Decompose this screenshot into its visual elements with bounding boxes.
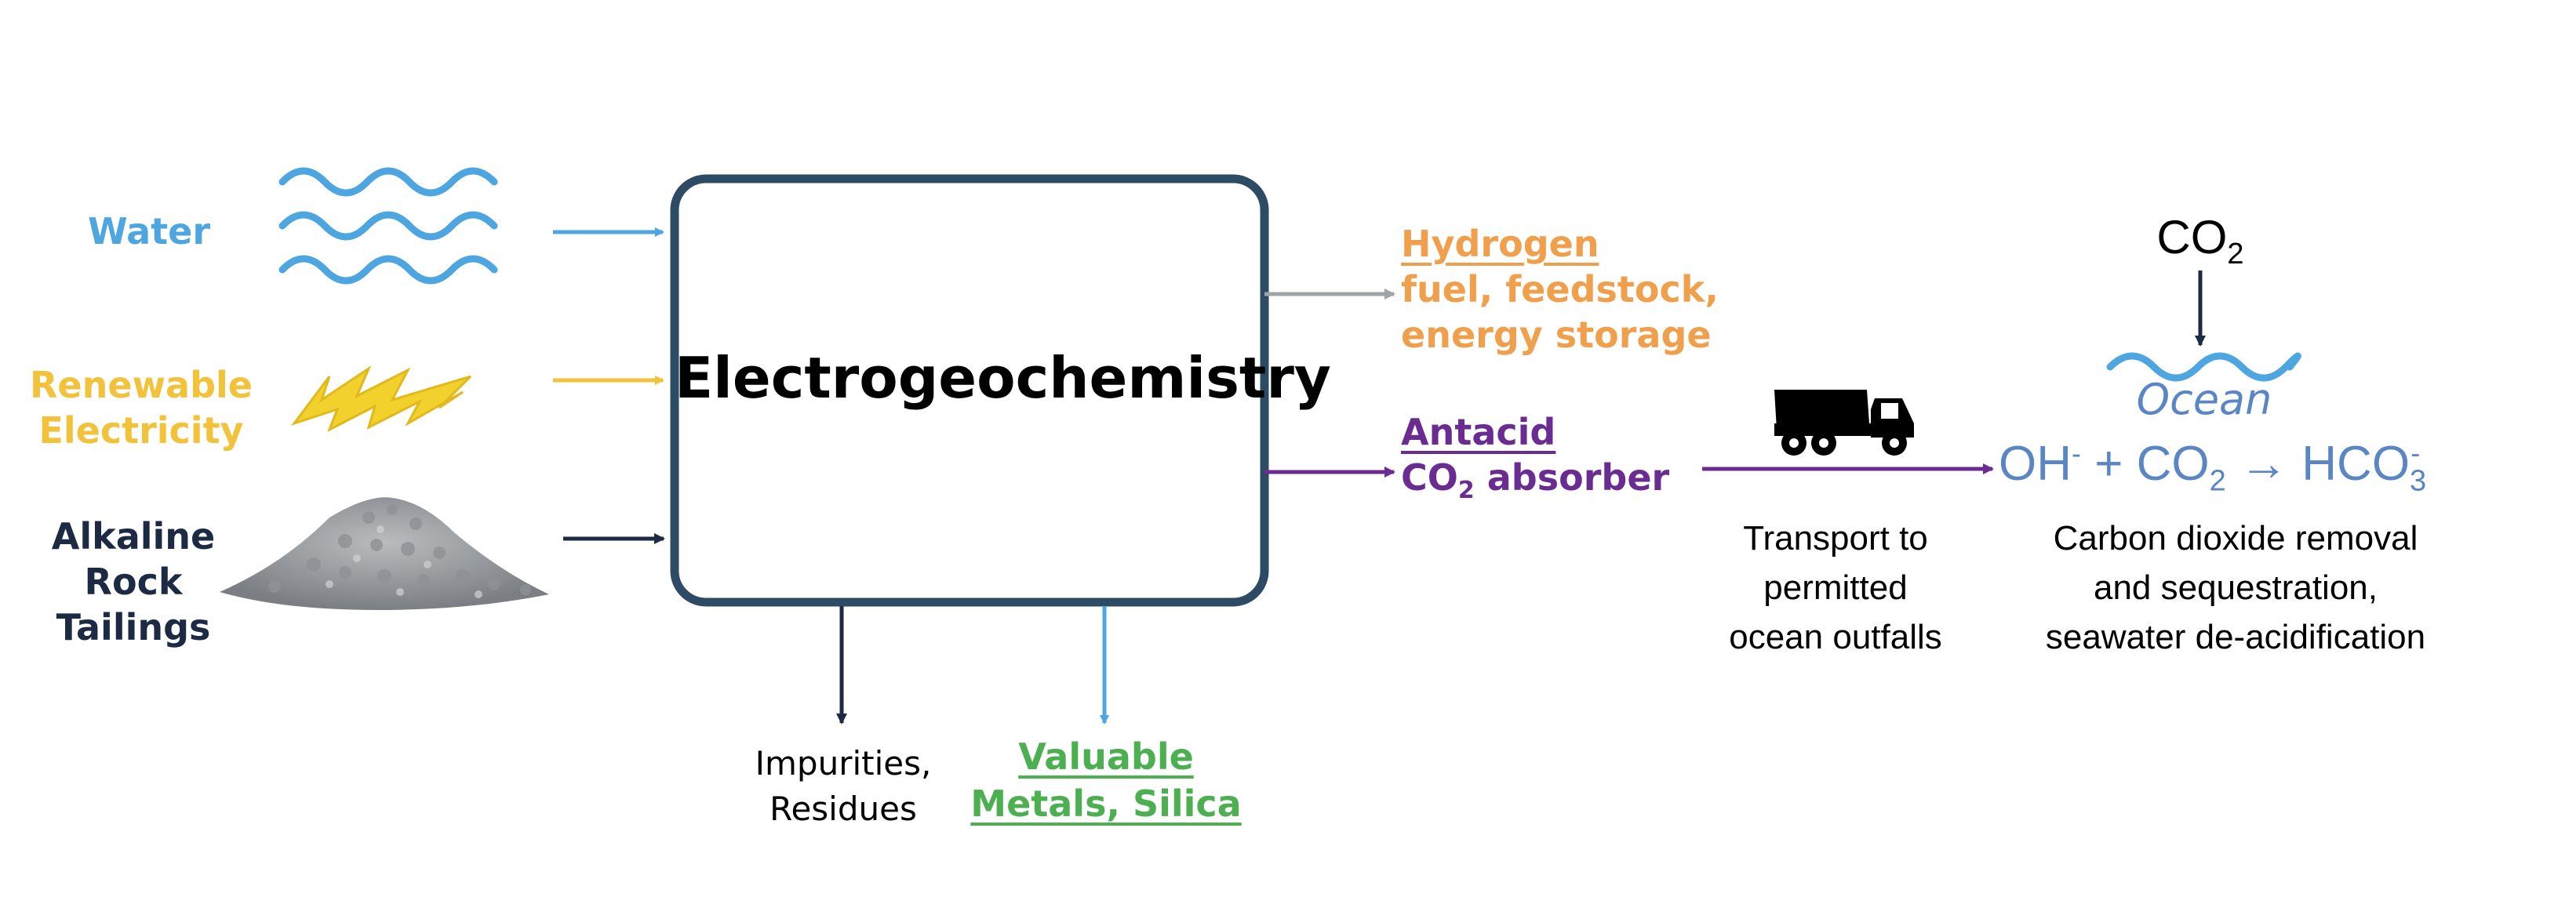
process-title: Electrogeochemistry: [675, 345, 1331, 411]
rock-line-1: Alkaline: [51, 515, 216, 557]
electricity-line-2: Electricity: [38, 409, 244, 452]
truck-icon: [1774, 390, 1914, 456]
lightning-icon: [290, 365, 472, 433]
transport-label: Transport to permitted ocean outfalls: [1694, 514, 1977, 662]
impurities-line-2: Residues: [770, 790, 917, 828]
rock-label: Alkaline Rock Tailings: [31, 514, 235, 650]
hydrogen-title: Hydrogen: [1401, 223, 1599, 265]
hydrogen-use-1: fuel, feedstock,: [1401, 268, 1719, 310]
hydrogen-output: Hydrogen fuel, feedstock, energy storage: [1401, 221, 1719, 358]
impurities-output: Impurities, Residues: [722, 741, 965, 832]
rock-line-3: Tailings: [56, 606, 211, 648]
ocean-label: Ocean: [2136, 375, 2272, 424]
hydrogen-use-2: energy storage: [1401, 314, 1712, 356]
ocean-waves-icon: [2106, 352, 2301, 382]
electrogeochemistry-box: [670, 174, 1269, 607]
caption-line-1: Carbon dioxide removal: [2053, 519, 2418, 557]
water-label: Water: [87, 210, 210, 252]
electricity-line-1: Renewable: [30, 364, 253, 406]
caption-line-2: and sequestration,: [2093, 568, 2378, 607]
electricity-label: Renewable Electricity: [8, 362, 275, 453]
antacid-title: Antacid: [1401, 411, 1556, 453]
caption-line-3: seawater de-acidification: [2045, 618, 2426, 656]
transport-line-1: Transport to: [1743, 519, 1928, 557]
metals-line-1: Valuable: [1018, 735, 1194, 778]
waves-icon: [278, 167, 498, 285]
antacid-output: Antacid CO2 absorber: [1401, 409, 1669, 514]
metals-line-2: Metals, Silica: [970, 783, 1242, 825]
rock-pile-icon: [220, 497, 549, 610]
antacid-subtitle: CO2 absorber: [1401, 456, 1670, 505]
reaction-equation: OH- + CO2 → HCO3-: [1999, 437, 2427, 498]
metals-output: Valuable Metals, Silica: [957, 733, 1255, 827]
transport-line-3: ocean outfalls: [1729, 618, 1942, 656]
rock-line-2: Rock: [84, 561, 183, 603]
impurities-line-1: Impurities,: [755, 744, 932, 783]
ocean-caption: Carbon dioxide removal and sequestration…: [1985, 514, 2487, 662]
co2-label: CO2: [2156, 211, 2244, 271]
transport-line-2: permitted: [1763, 568, 1908, 607]
